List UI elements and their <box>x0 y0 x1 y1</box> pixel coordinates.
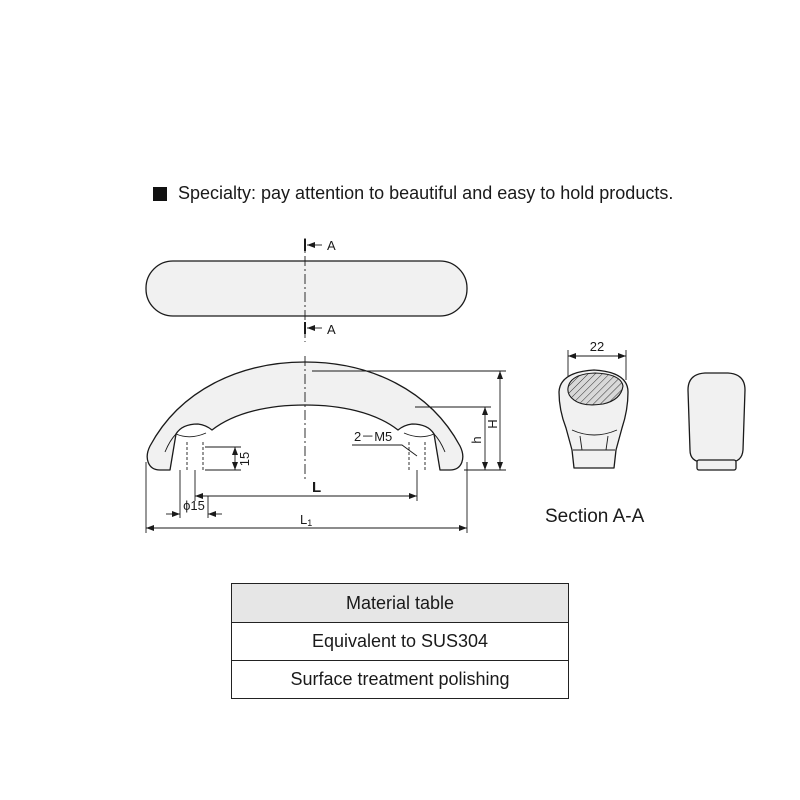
side-view <box>687 372 746 471</box>
top-view-outline <box>145 260 468 317</box>
section-hatched-cross-section <box>567 372 624 406</box>
thread-leader-line <box>352 444 418 457</box>
section-foot-contour <box>571 429 618 451</box>
dim-H-label: H <box>485 419 500 428</box>
dim-22-label: 22 <box>590 339 604 354</box>
dim-h-label: h <box>469 436 484 443</box>
material-table: Material table Equivalent to SUS304 Surf… <box>231 583 569 699</box>
specialty-heading: Specialty: pay attention to beautiful an… <box>178 183 674 203</box>
right-foot-contour <box>403 432 446 453</box>
arch-handle-outline <box>146 361 464 471</box>
section-view: 22 Section A-A <box>545 339 645 527</box>
material-table-row: Surface treatment polishing <box>232 660 568 698</box>
thread-label: 2－M5 <box>354 429 392 444</box>
top-view: A A <box>145 238 468 342</box>
material-table-row: Equivalent to SUS304 <box>232 622 568 660</box>
left-foot-contour <box>164 432 207 453</box>
dim-phi15-label: ϕ15 <box>183 498 205 513</box>
section-mark-bottom: A <box>327 322 336 337</box>
bullet-square-icon <box>153 187 167 201</box>
side-view-foot <box>696 459 737 471</box>
dim-L1-main: L <box>300 512 307 527</box>
dim-L1-label: L1 <box>300 512 312 528</box>
front-view: H h 2－M5 15 L ϕ15 <box>145 356 506 533</box>
dim-L1-subscript: 1 <box>307 518 312 528</box>
dim-L-label: L <box>312 479 321 496</box>
dim-15-label: 15 <box>237 452 252 466</box>
section-caption: Section A-A <box>545 506 645 527</box>
side-view-outline <box>687 372 746 463</box>
section-mark-top: A <box>327 238 336 253</box>
material-table-header: Material table <box>232 584 568 622</box>
